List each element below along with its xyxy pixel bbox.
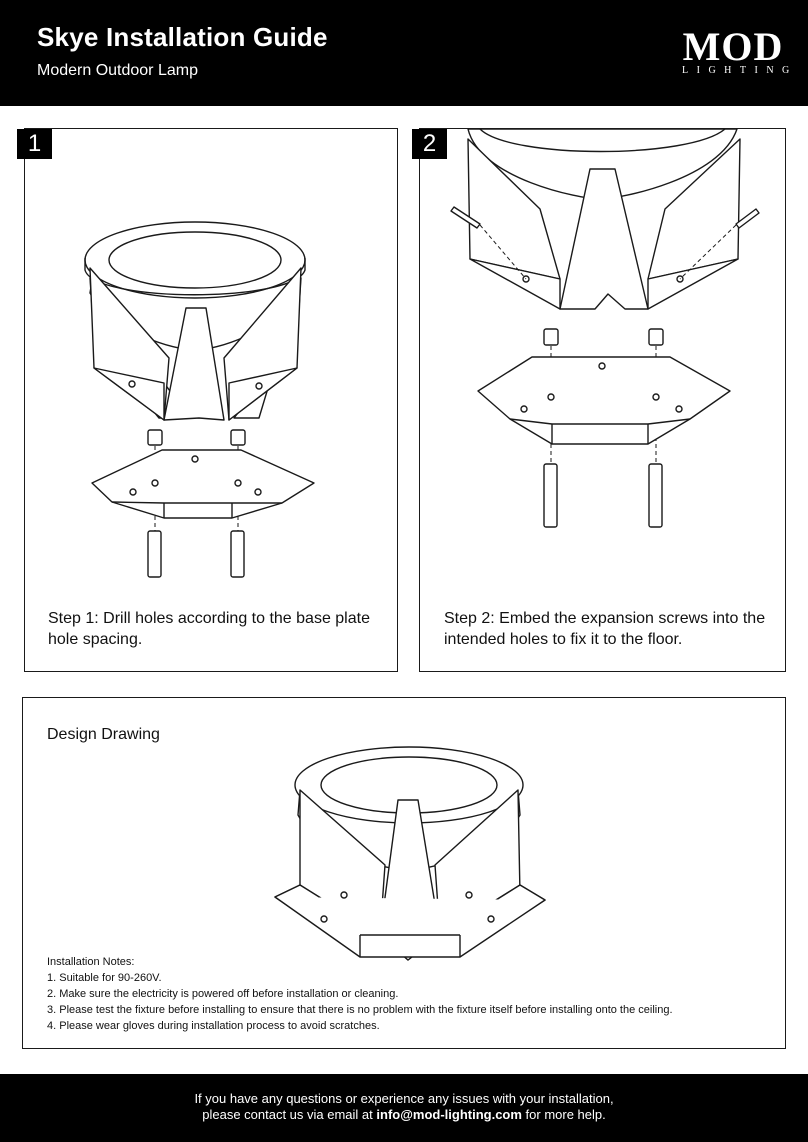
step-2-text: Step 2: Embed the expansion screws into … xyxy=(444,608,779,650)
step-2-body: : Embed the expansion screws into the in… xyxy=(444,610,766,648)
notes-title: Installation Notes: xyxy=(47,956,135,968)
design-drawing-illustration xyxy=(274,746,546,961)
note-item: 3. Please test the fixture before instal… xyxy=(47,1004,673,1016)
step-1-prefix: Step 1 xyxy=(48,610,95,627)
step-2-badge: 2 xyxy=(412,129,447,159)
lamp-drawing xyxy=(84,221,306,421)
logo-mark: MOD xyxy=(682,24,784,69)
design-drawing-title: Design Drawing xyxy=(47,726,160,743)
footer-line-2-post: for more help. xyxy=(521,1107,606,1122)
installation-notes: Installation Notes: 1. Suitable for 90-2… xyxy=(47,954,767,1034)
step-1-body: : Drill holes according to the base plat… xyxy=(48,610,370,648)
brand-logo: MOD LIGHTING xyxy=(678,24,798,79)
step-1-text: Step 1: Drill holes according to the bas… xyxy=(48,608,378,650)
logo-subtext: LIGHTING xyxy=(682,65,798,76)
footer-line-1: If you have any questions or experience … xyxy=(194,1091,614,1106)
step-2-prefix: Step 2 xyxy=(444,610,491,627)
note-item: 2. Make sure the electricity is powered … xyxy=(47,988,399,1000)
note-item: 4. Please wear gloves during installatio… xyxy=(47,1020,380,1032)
contact-email-link[interactable]: info@mod-lighting.com xyxy=(376,1107,522,1122)
step-1-badge: 1 xyxy=(17,129,52,159)
footer-line-2: please contact us via email at info@mod-… xyxy=(0,1107,808,1123)
page-subtitle: Modern Outdoor Lamp xyxy=(37,62,198,79)
step-2-panel xyxy=(419,128,786,672)
page-title: Skye Installation Guide xyxy=(37,22,328,52)
footer-line-2-pre: please contact us via email at xyxy=(202,1107,377,1122)
step-1-illustration xyxy=(84,221,315,578)
note-item: 1. Suitable for 90-260V. xyxy=(47,972,162,984)
footer-bar: If you have any questions or experience … xyxy=(0,1074,808,1142)
header-bar: Skye Installation Guide Modern Outdoor L… xyxy=(0,0,808,106)
step-2-illustration xyxy=(450,129,760,528)
